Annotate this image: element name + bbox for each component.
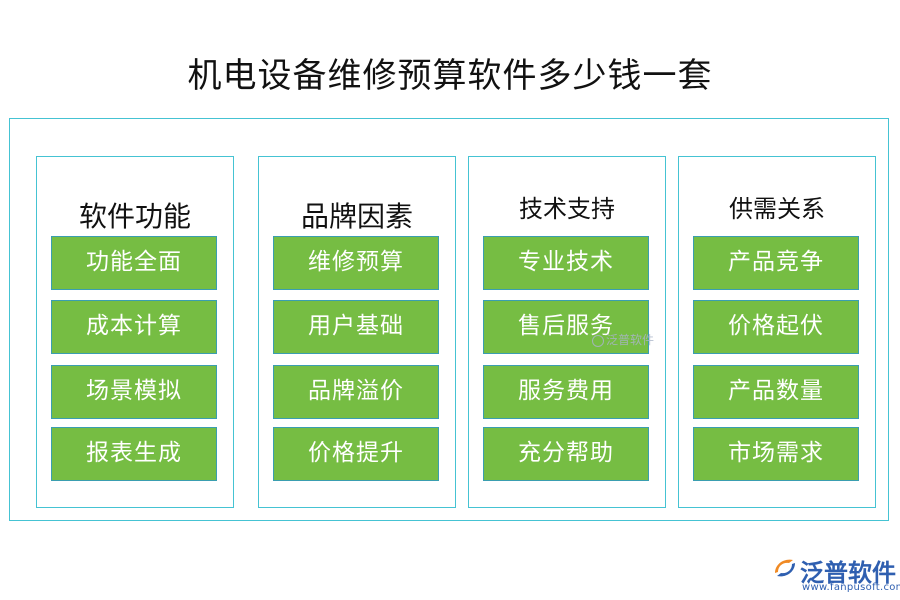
item-box: 报表生成 bbox=[51, 427, 217, 481]
item-box: 价格提升 bbox=[273, 427, 439, 481]
item-box: 充分帮助 bbox=[483, 427, 649, 481]
item-box: 服务费用 bbox=[483, 365, 649, 419]
column-software-features: 软件功能 功能全面 成本计算 场景模拟 报表生成 bbox=[36, 156, 234, 508]
item-box: 价格起伏 bbox=[693, 300, 859, 354]
item-box: 专业技术 bbox=[483, 236, 649, 290]
watermark-logo-icon bbox=[592, 334, 604, 347]
logo-url: www.fanpusoft.com bbox=[802, 582, 900, 593]
column-brand-factors: 品牌因素 维修预算 用户基础 品牌溢价 价格提升 bbox=[258, 156, 456, 508]
column-heading: 供需关系 bbox=[729, 195, 825, 223]
page-title: 机电设备维修预算软件多少钱一套 bbox=[187, 56, 713, 96]
column-heading: 技术支持 bbox=[519, 195, 615, 223]
column-heading: 软件功能 bbox=[78, 200, 191, 233]
column-supply-demand: 供需关系 产品竞争 价格起伏 产品数量 市场需求 bbox=[678, 156, 876, 508]
item-box: 成本计算 bbox=[51, 300, 217, 354]
item-box: 功能全面 bbox=[51, 236, 217, 290]
logo-name: 泛普软件 bbox=[800, 559, 896, 587]
fanpu-logo-icon bbox=[775, 559, 795, 577]
watermark: 泛普软件 bbox=[592, 331, 654, 348]
item-box: 产品竞争 bbox=[693, 236, 859, 290]
item-box: 场景模拟 bbox=[51, 365, 217, 419]
watermark-text: 泛普软件 bbox=[606, 333, 655, 347]
item-box: 维修预算 bbox=[273, 236, 439, 290]
column-heading: 品牌因素 bbox=[300, 200, 413, 233]
item-box: 市场需求 bbox=[693, 427, 859, 481]
item-box: 用户基础 bbox=[273, 300, 439, 354]
item-box: 产品数量 bbox=[693, 365, 859, 419]
column-tech-support: 技术支持 专业技术 售后服务 服务费用 充分帮助 bbox=[468, 156, 666, 508]
diagram-frame bbox=[9, 118, 889, 521]
item-box: 品牌溢价 bbox=[273, 365, 439, 419]
